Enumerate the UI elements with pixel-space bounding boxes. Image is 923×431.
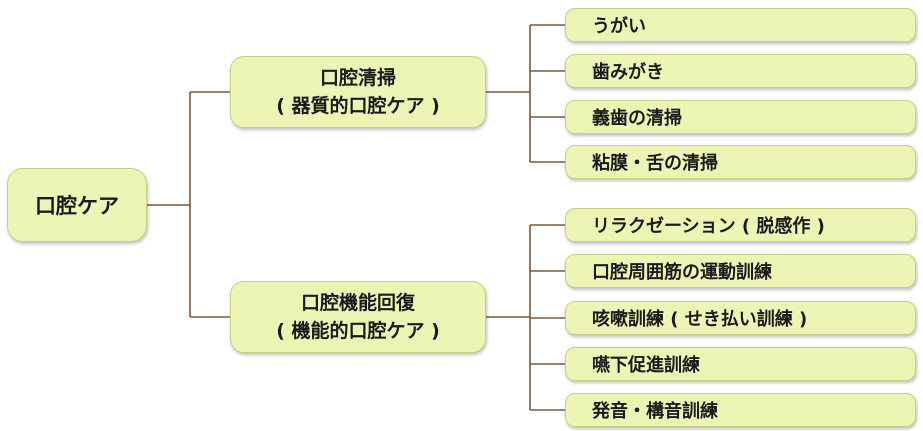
- category-node-oral-function-recovery: 口腔機能回復 ( 機能的口腔ケア ): [230, 281, 486, 353]
- leaf-node: 義歯の清掃: [565, 100, 916, 134]
- leaf-label: 歯みがき: [592, 62, 664, 83]
- leaf-label: うがい: [592, 16, 646, 37]
- leaf-node: 嚥下促進訓練: [565, 347, 916, 381]
- leaf-node: 粘膜・舌の清掃: [565, 145, 916, 179]
- leaf-node: リラクゼーション ( 脱感作 ): [565, 208, 916, 242]
- leaf-label: 口腔周囲筋の運動訓練: [592, 262, 772, 283]
- leaf-node: 発音・構音訓練: [565, 393, 916, 427]
- root-label: 口腔ケア: [35, 194, 119, 218]
- leaf-node: 口腔周囲筋の運動訓練: [565, 254, 916, 288]
- leaf-label: 咳嗽訓練 ( せき払い訓練 ): [592, 309, 808, 330]
- leaf-node: うがい: [565, 8, 916, 42]
- category-node-oral-cleaning: 口腔清掃 ( 器質的口腔ケア ): [230, 56, 486, 128]
- category-subtitle: ( 機能的口腔ケア ): [276, 320, 440, 342]
- leaf-label: 発音・構音訓練: [592, 401, 718, 422]
- category-title: 口腔機能回復: [300, 292, 415, 314]
- category-title: 口腔清掃: [319, 67, 396, 89]
- leaf-node: 咳嗽訓練 ( せき払い訓練 ): [565, 301, 916, 335]
- leaf-node: 歯みがき: [565, 54, 916, 88]
- connector-category-2: [486, 224, 565, 411]
- leaf-label: 粘膜・舌の清掃: [592, 153, 718, 174]
- connector-category-1: [486, 24, 565, 163]
- leaf-label: リラクゼーション ( 脱感作 ): [592, 216, 825, 237]
- connector-root: [147, 91, 230, 318]
- leaf-label: 義歯の清掃: [592, 108, 682, 129]
- category-subtitle: ( 器質的口腔ケア ): [276, 95, 440, 117]
- root-node: 口腔ケア: [7, 168, 147, 242]
- leaf-label: 嚥下促進訓練: [592, 355, 700, 376]
